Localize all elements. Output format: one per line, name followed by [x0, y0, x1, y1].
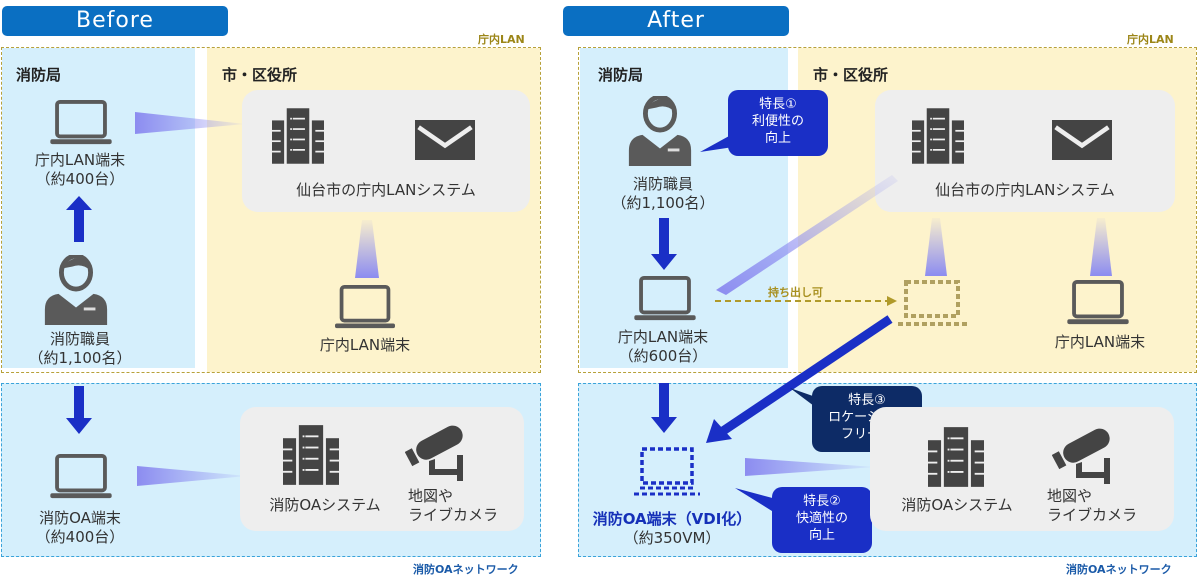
connection-beam	[135, 112, 245, 134]
callout-pointer	[735, 488, 780, 516]
camera-icon	[405, 425, 469, 481]
before-lan-boundary	[1, 47, 541, 373]
before-city-terminal-label: 庁内LAN端末	[319, 336, 411, 354]
server-icon	[912, 104, 964, 168]
before-oa-terminal-label: 消防OA端末（約400台）	[35, 509, 125, 546]
before-oa-system-label: 消防OAシステム	[269, 496, 381, 514]
before-fire-dept-title: 消防局	[16, 66, 62, 84]
connection-beam	[716, 175, 898, 295]
server-icon	[283, 423, 339, 487]
arrow-down-icon	[66, 386, 92, 434]
camera-icon	[1052, 428, 1116, 484]
person-icon	[628, 96, 692, 166]
before-map-camera-label: 地図やライブカメラ	[408, 487, 499, 524]
connection-beam	[925, 218, 947, 276]
after-staff-label: 消防職員（約1,100名）	[611, 175, 715, 212]
after-lan-system-panel	[875, 90, 1175, 212]
after-lan-tag: 庁内LAN	[1127, 33, 1174, 46]
after-oa-terminal-count: （約350VM）	[623, 529, 721, 547]
after-oa-system-label: 消防OAシステム	[901, 496, 1013, 514]
remote-access-arrow	[706, 315, 893, 443]
after-city-office-title: 市・区役所	[813, 66, 889, 84]
before-lan-system-label: 仙台市の庁内LANシステム	[296, 181, 476, 199]
before-lan-terminal-label: 庁内LAN端末（約400台）	[34, 151, 126, 188]
before-oa-tag: 消防OAネットワーク	[413, 563, 519, 576]
laptop-icon	[50, 454, 112, 500]
after-city-terminal-label: 庁内LAN端末	[1054, 333, 1146, 351]
before-city-office-title: 市・区役所	[222, 66, 298, 84]
after-map-camera-label: 地図やライブカメラ	[1047, 487, 1138, 524]
laptop-icon	[1066, 280, 1130, 326]
mail-icon	[413, 120, 477, 160]
after-lan-system-label: 仙台市の庁内LANシステム	[935, 181, 1115, 199]
after-badge: After	[563, 6, 789, 36]
virtual-laptop-icon	[634, 447, 700, 496]
connection-beam	[1090, 218, 1112, 276]
arrow-up-icon	[66, 196, 92, 242]
server-icon	[272, 104, 324, 168]
after-oa-system-panel	[870, 407, 1174, 531]
connection-beam	[355, 220, 379, 278]
connection-beam	[745, 458, 875, 476]
after-oa-terminal-label: 消防OA端末（VDI化）	[592, 510, 752, 528]
carry-out-label: 持ち出し可	[768, 286, 823, 299]
arrow-down-icon	[651, 383, 677, 433]
carry-out-arrow	[715, 296, 897, 306]
after-fire-dept-title: 消防局	[598, 66, 644, 84]
laptop-icon	[50, 100, 112, 146]
portable-laptop-icon	[898, 280, 968, 326]
server-icon	[928, 425, 984, 489]
after-lan-terminal-label: 庁内LAN端末（約600台）	[617, 328, 709, 365]
person-icon	[44, 255, 108, 325]
connection-beam	[137, 466, 247, 486]
arrow-down-icon	[651, 218, 677, 270]
before-lan-tag: 庁内LAN	[478, 33, 525, 46]
before-badge: Before	[2, 6, 228, 36]
laptop-icon	[335, 285, 395, 330]
mail-icon	[1050, 120, 1114, 160]
after-lan-boundary	[578, 47, 1197, 373]
laptop-icon	[634, 276, 696, 322]
after-oa-tag: 消防OAネットワーク	[1066, 563, 1172, 576]
before-staff-label: 消防職員（約1,100名）	[28, 330, 132, 367]
